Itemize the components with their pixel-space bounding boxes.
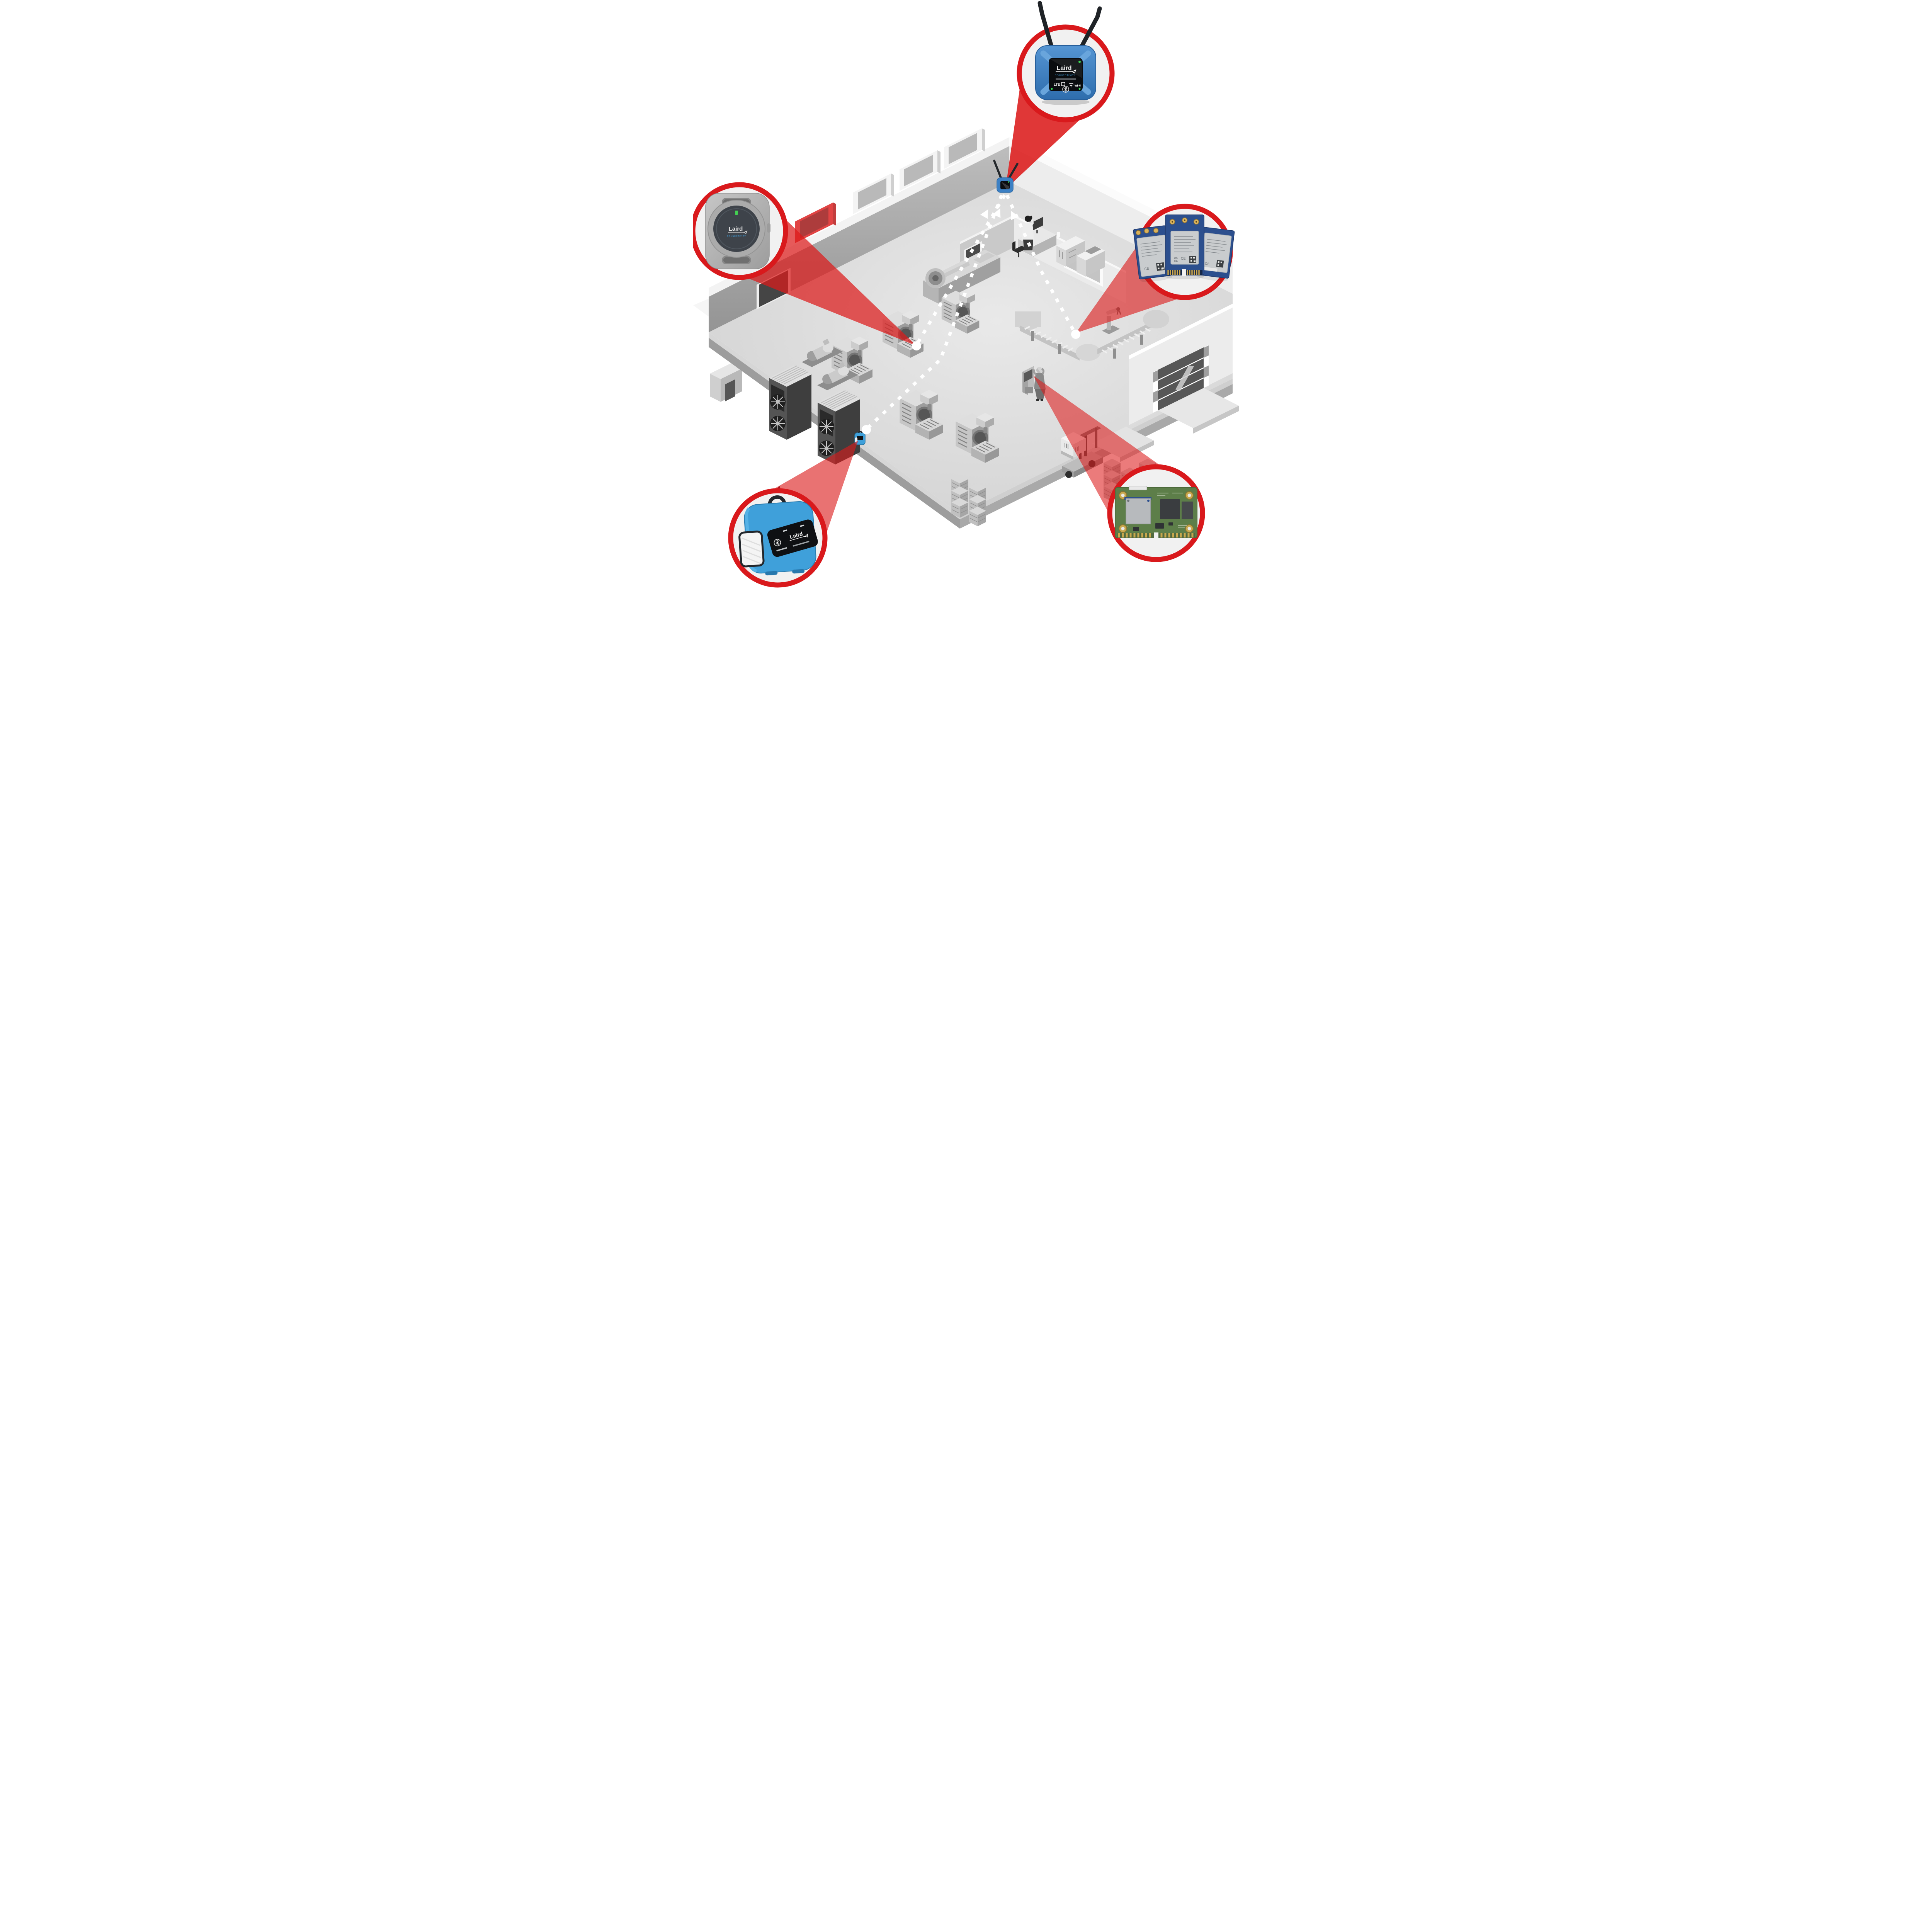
wall-panel [1057,232,1060,237]
ce-mark: CE [1181,257,1186,260]
endpoint-dot-hvac [862,425,871,434]
sensor-label: Laird [767,519,818,557]
office-chair [1012,241,1027,257]
chevron-post [1153,370,1158,413]
callout-wearable-tag: Laird CONNECTIVITY [693,182,788,280]
beam-sensor [769,440,858,537]
dock-ramp [1158,388,1239,428]
som-edge-connector [1117,532,1195,539]
hvac-mounted-sensor [854,431,866,445]
ca-mark: CA [1174,260,1178,263]
motor-units [802,338,858,390]
gateway-device: Laird CONNECTIVITY LTE Wi-Fi [1035,1,1102,105]
endpoint-dot-conveyor [1071,330,1080,339]
module-card-right: CE [1197,227,1235,281]
gateway-badge-wifi: Wi-Fi [1075,85,1081,87]
control-kiosk [1022,366,1034,395]
callout-som-board [1107,464,1205,562]
led [1078,61,1081,63]
callout-rugged-sensor: Laird [728,488,828,588]
link-endpoints [862,330,1080,434]
gateway-brand-sub: CONNECTIVITY [1055,75,1076,77]
wearable-device: Laird CONNECTIVITY [705,193,770,269]
antenna-icon [1077,6,1102,53]
bluetooth-icon [774,539,781,546]
office-cabinet-printer [1077,246,1105,277]
wifi-icon [1068,83,1074,88]
beam-wearable [745,218,917,346]
window-red-tinted [795,202,836,243]
bluetooth-icon [1062,86,1069,93]
wearable-brand-sub: CONNECTIVITY [727,235,746,238]
led [735,211,738,215]
ce-mark: CE [1205,262,1210,266]
office-monitor [1032,217,1043,233]
sensor-device: Laird [738,495,818,576]
gateway-brand: Laird [1056,65,1071,71]
module-card-left: CE [1133,225,1173,282]
callout-radio-modules: CE CE UK CA CE [1133,204,1235,300]
chevron-post [1204,345,1209,388]
callout-gateway: Laird CONNECTIVITY LTE Wi-Fi [1017,1,1115,122]
garage-door [1158,347,1204,410]
link-gateway-machine [915,194,1006,346]
module-card-center: UK CA CE [1165,214,1204,279]
som-device [1115,486,1197,539]
link-gateway-sensor [865,194,1003,431]
led [1078,88,1081,90]
wearable-brand: Laird [729,226,743,232]
hvac-unit [768,365,812,440]
side-shed [710,363,742,402]
uk-mark: UK [1174,257,1178,260]
wall-gateway [993,160,1019,193]
endpoint-dot-machine [912,341,921,350]
led [1051,88,1053,90]
edge-connector [1167,269,1202,276]
wireless-links [865,194,1077,431]
antenna-icon [1037,1,1055,53]
iot-factory-diagram: Laird CONNECTIVITY LTE Wi-Fi [693,0,1239,596]
gateway-badge-lte: LTE [1054,83,1060,87]
diagram-canvas: Laird CONNECTIVITY LTE Wi-Fi [693,1,1239,588]
office-cabinet [1056,236,1085,267]
ce-mark: CE [1144,267,1150,271]
